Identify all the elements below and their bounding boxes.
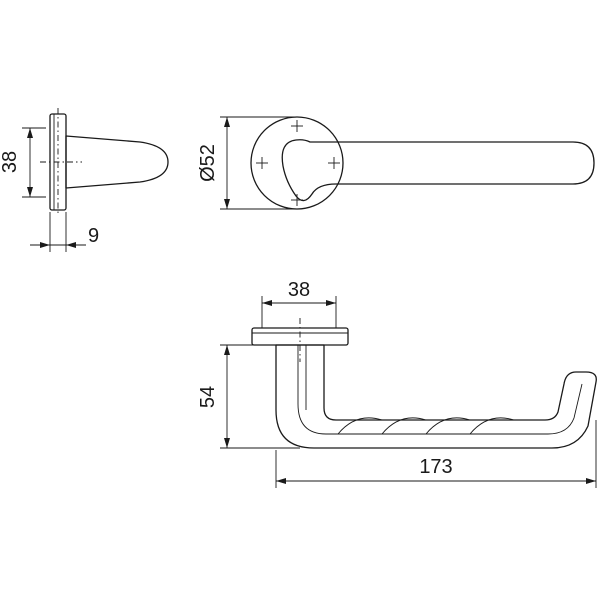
dim-label-lever-length: 173 <box>419 456 452 478</box>
grip-groove <box>381 417 427 435</box>
arrow <box>326 300 336 306</box>
dim-label-top-width: 38 <box>288 279 310 301</box>
arrow <box>224 117 230 127</box>
front-view: Ø52 <box>197 116 595 210</box>
lever-outline <box>281 139 595 202</box>
arrow <box>224 345 230 355</box>
arrow <box>224 438 230 448</box>
grip-groove <box>337 417 383 435</box>
arrow <box>66 242 76 248</box>
arrow <box>40 242 50 248</box>
arrow <box>27 128 33 138</box>
top-view: 38 54 173 <box>197 279 597 488</box>
dim-label-lever-height: 54 <box>197 386 219 408</box>
arrow <box>262 300 272 306</box>
grip-groove <box>425 417 471 435</box>
dim-label-rose-height: 38 <box>0 151 21 173</box>
lever-profile <box>65 135 169 189</box>
screw-mark <box>328 157 340 169</box>
arrow <box>586 478 596 484</box>
lever-body-outer <box>275 344 597 449</box>
dim-label-rose-thickness: 9 <box>88 225 99 247</box>
grip-groove <box>469 417 515 435</box>
arrow <box>27 187 33 197</box>
side-view: 38 9 <box>0 108 169 252</box>
screw-mark <box>291 120 303 132</box>
arrow <box>276 478 286 484</box>
lever-body-inner <box>297 345 583 435</box>
screw-mark <box>256 157 268 169</box>
screw-mark <box>291 194 303 206</box>
dim-label-rose-diameter: Ø52 <box>197 144 219 182</box>
arrow <box>224 199 230 209</box>
